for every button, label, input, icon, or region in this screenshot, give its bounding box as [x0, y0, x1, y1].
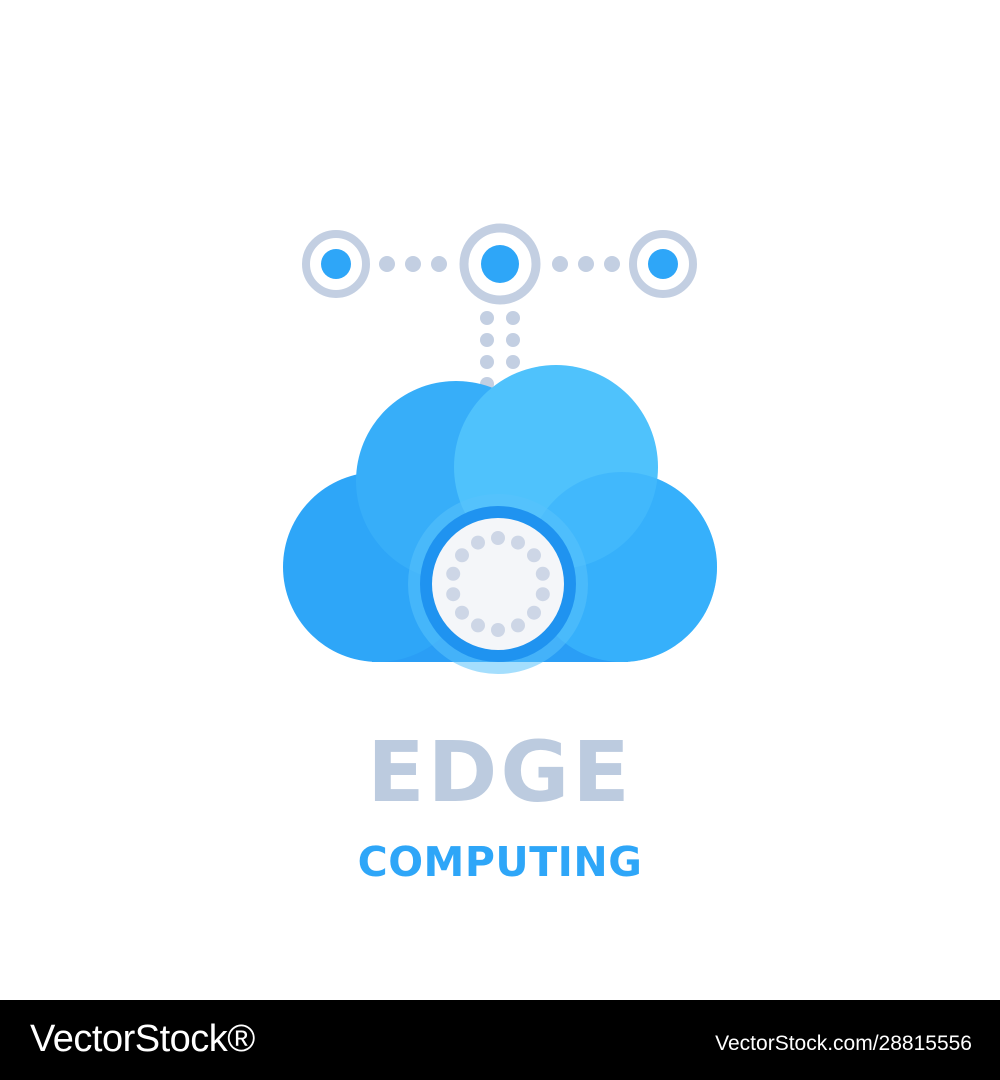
- network-nodes-icon: [302, 223, 697, 391]
- image-id: VectorStock.com/28815556: [715, 1032, 972, 1055]
- dial-dot: [455, 548, 469, 563]
- dial-dot: [511, 535, 525, 550]
- dial-dot: [535, 566, 550, 581]
- title-edge: EDGE: [367, 723, 633, 821]
- dial-dot: [535, 587, 550, 602]
- title-computing: COMPUTING: [357, 838, 643, 886]
- dial-dot: [491, 623, 505, 637]
- vectorstock-logo: VectorStock®: [30, 1018, 255, 1060]
- node-center: [459, 223, 541, 305]
- edge-computing-illustration: [283, 223, 717, 674]
- dial-dot: [471, 535, 485, 550]
- dial-dots: [446, 531, 550, 637]
- dial-dot: [527, 605, 541, 620]
- dial-icon: [408, 494, 588, 674]
- connector-dots: [379, 256, 620, 391]
- dial-dot: [471, 618, 485, 633]
- dial-dot: [446, 566, 461, 581]
- footer-bar: VectorStock® VectorStock.com/28815556: [0, 1000, 1000, 1080]
- node-right: [629, 230, 697, 298]
- node-left: [302, 230, 370, 298]
- dial-dot: [527, 548, 541, 563]
- dial-dot: [455, 605, 469, 620]
- dial-dot: [511, 618, 525, 633]
- dial-dot: [491, 531, 505, 545]
- dial-dot: [446, 587, 461, 602]
